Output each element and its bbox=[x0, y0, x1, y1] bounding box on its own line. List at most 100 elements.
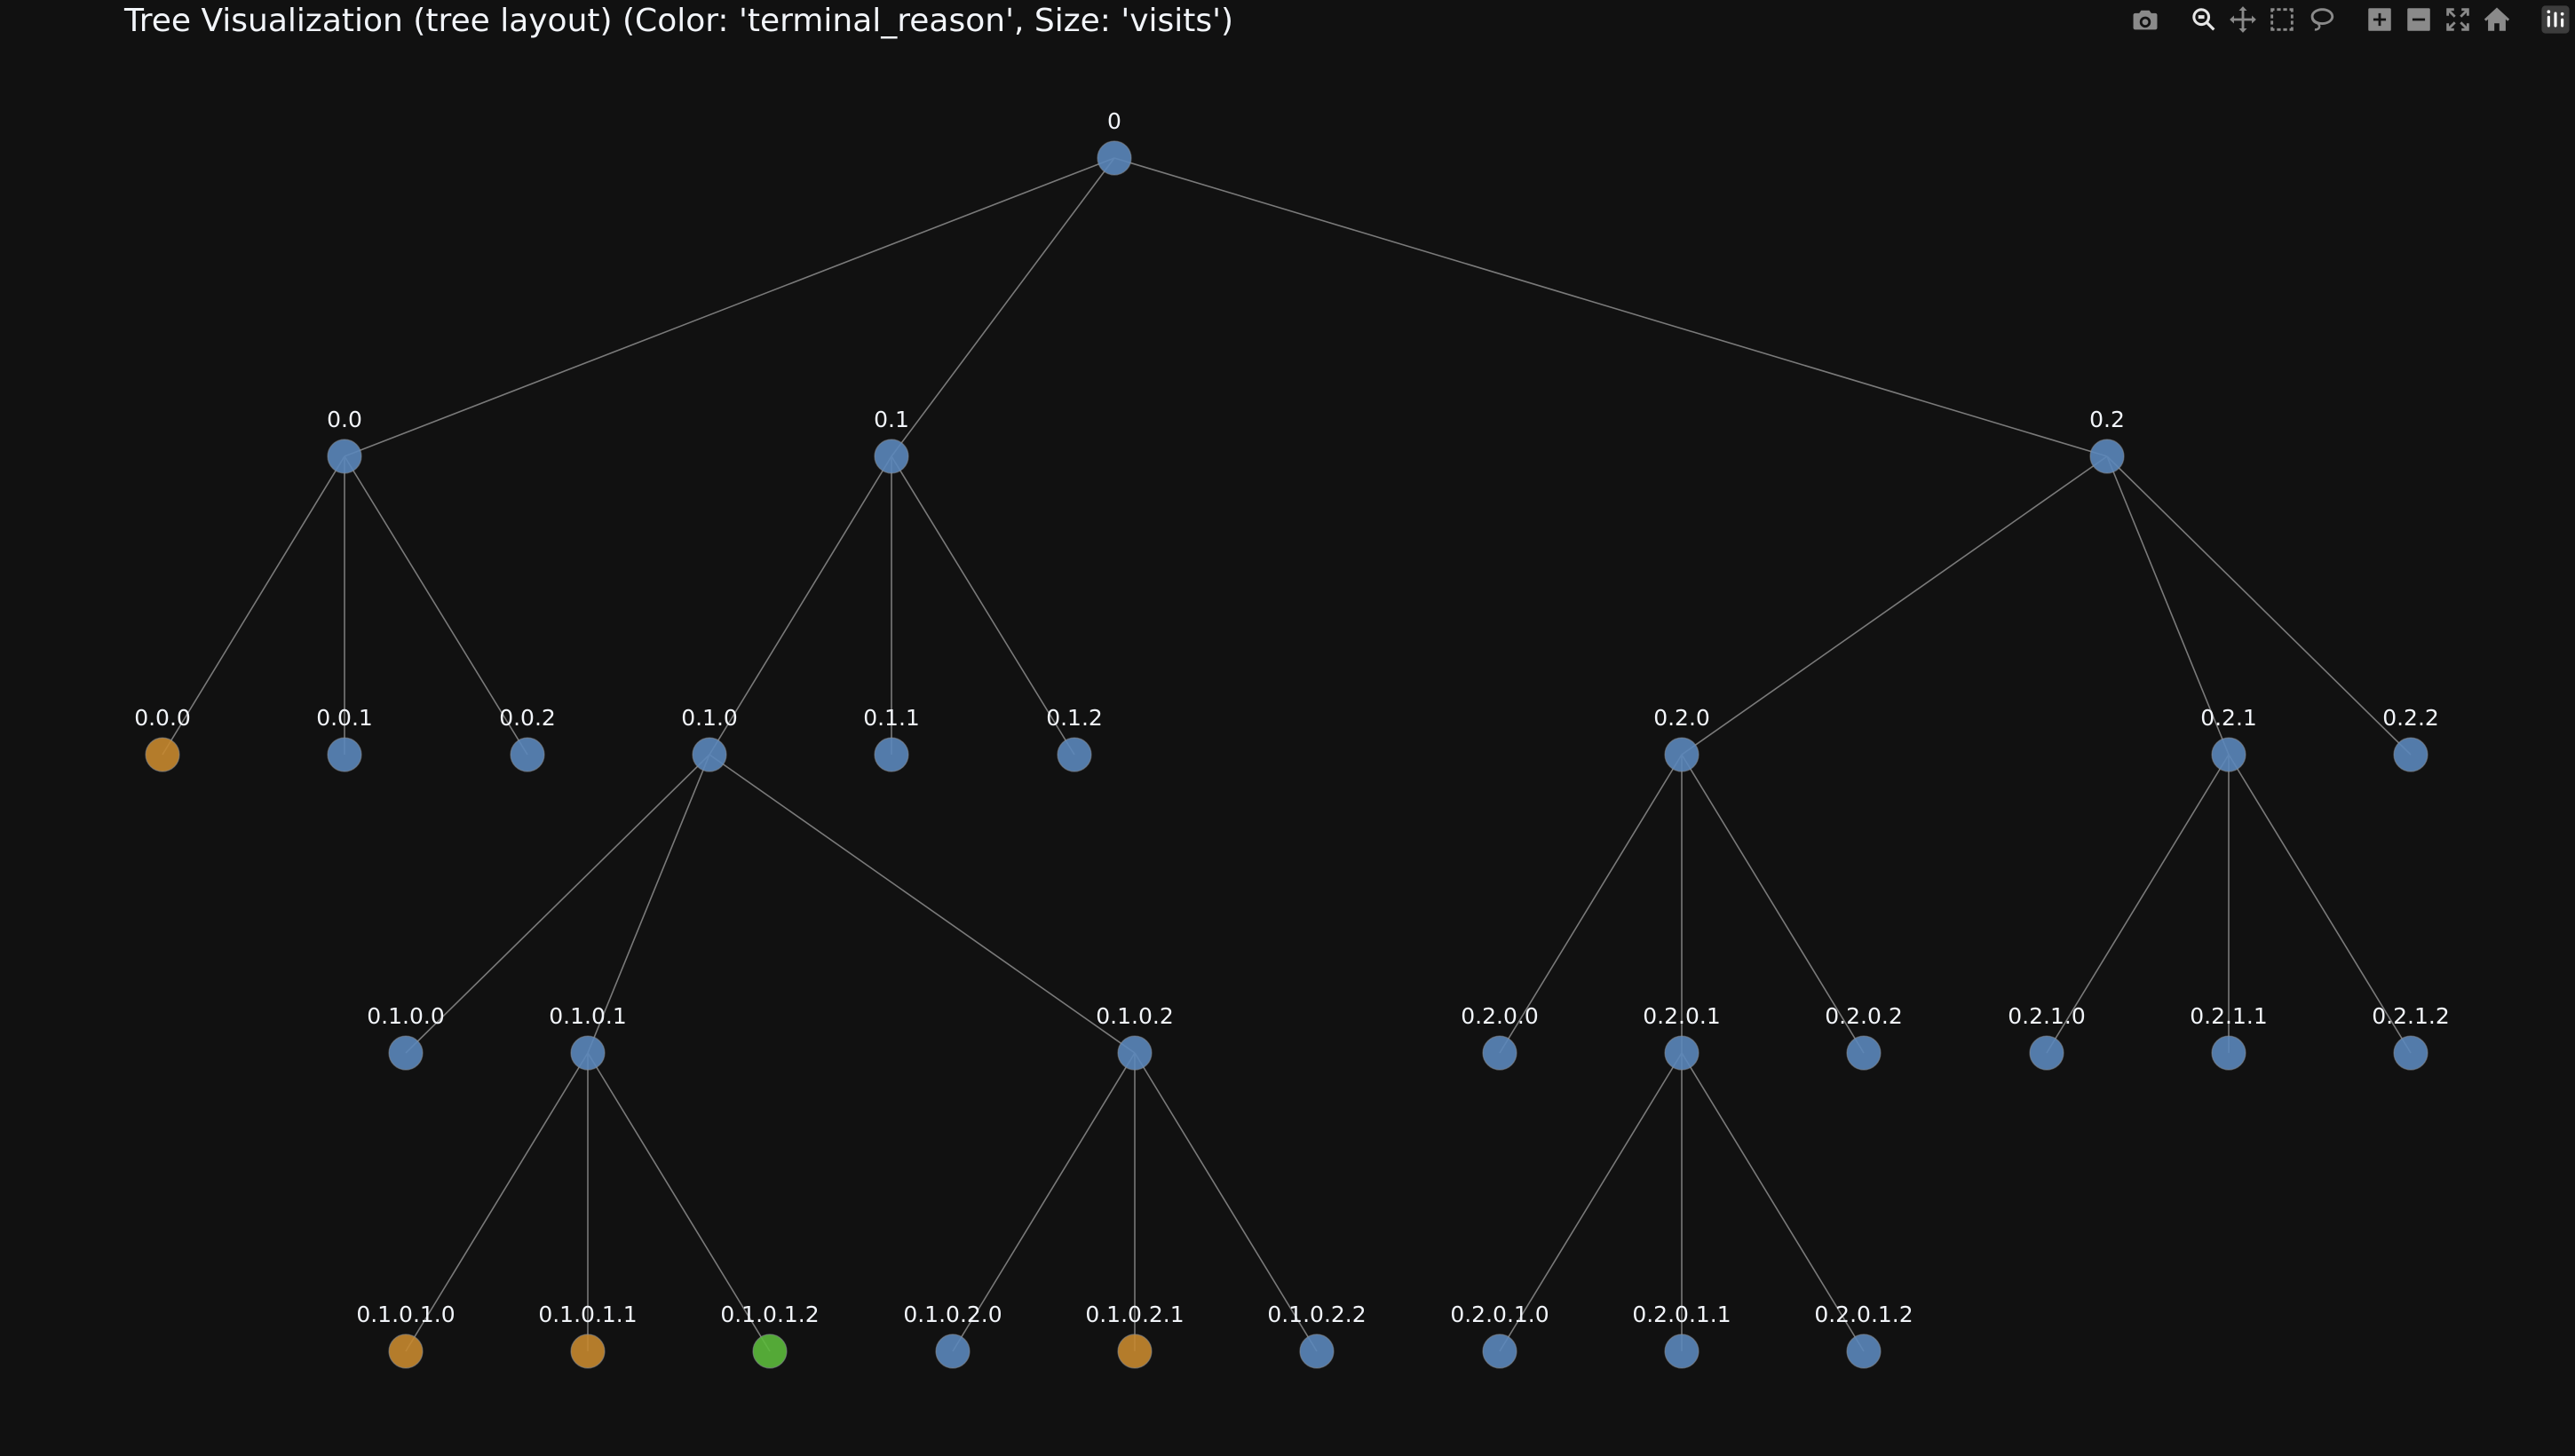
edge-0.2.1-0.2.1.0 bbox=[2046, 754, 2230, 1054]
tree-node-0[interactable] bbox=[1097, 140, 1132, 176]
tree-node-0.2.1.1[interactable] bbox=[2211, 1035, 2246, 1071]
edge-0-0.1 bbox=[891, 157, 1115, 457]
modebar-group-logo bbox=[2536, 2, 2575, 37]
tree-node-0.1[interactable] bbox=[874, 439, 909, 474]
camera-icon bbox=[2133, 10, 2158, 30]
node-label-0.0.2: 0.0.2 bbox=[499, 705, 556, 731]
tree-node-0.0[interactable] bbox=[327, 439, 362, 474]
tree-node-0.1.1[interactable] bbox=[874, 737, 909, 772]
labels-layer: 0 0.0 0.1 0.2 0.0.0 0.0.1 0.0.2 0.1.0 0.1.1 0.1.2… bbox=[134, 108, 2450, 1327]
tree-node-0.1.0.1.1[interactable] bbox=[570, 1333, 606, 1369]
edge-0.2-0.2.2 bbox=[2106, 455, 2412, 756]
node-label-0.1.1: 0.1.1 bbox=[863, 705, 920, 731]
tree-node-0.2.2[interactable] bbox=[2393, 737, 2428, 772]
node-label-0.2.0.1.0: 0.2.0.1.0 bbox=[1450, 1302, 1549, 1327]
box-select-button[interactable] bbox=[2262, 2, 2302, 37]
node-label-0.2.1.1: 0.2.1.1 bbox=[2190, 1003, 2267, 1029]
node-label-0.2.0.2: 0.2.0.2 bbox=[1825, 1003, 1902, 1029]
node-label-0.2.1: 0.2.1 bbox=[2200, 705, 2257, 731]
edge-0.2.0-0.2.0.2 bbox=[1681, 754, 1865, 1054]
tree-node-0.1.0.2.2[interactable] bbox=[1299, 1333, 1335, 1369]
node-label-0.1.0.2.0: 0.1.0.2.0 bbox=[903, 1302, 1002, 1327]
node-label-0.2.0.1.1: 0.2.0.1.1 bbox=[1632, 1302, 1731, 1327]
node-label-0.2.1.2: 0.2.1.2 bbox=[2372, 1003, 2449, 1029]
edge-0.1-0.1.0 bbox=[709, 455, 892, 756]
plotly-logo-icon bbox=[2541, 5, 2570, 34]
edge-0.1.0.2-0.1.0.2.2 bbox=[1134, 1052, 1318, 1352]
zoom-button[interactable] bbox=[2184, 2, 2223, 37]
plotly-logo-link[interactable] bbox=[2536, 2, 2575, 37]
tree-node-0.1.2[interactable] bbox=[1057, 737, 1092, 772]
tree-node-0.2.1.2[interactable] bbox=[2393, 1035, 2428, 1071]
edge-0.2.0-0.2.0.0 bbox=[1499, 754, 1683, 1054]
edge-0.2.0.1-0.2.0.1.0 bbox=[1499, 1052, 1683, 1352]
tree-node-0.1.0.1.0[interactable] bbox=[388, 1333, 424, 1369]
tree-node-0.1.0.2.0[interactable] bbox=[935, 1333, 971, 1369]
node-label-0.2.0.1.2: 0.2.0.1.2 bbox=[1814, 1302, 1913, 1327]
modebar bbox=[2106, 2, 2575, 37]
modebar-group-zoom bbox=[2360, 2, 2516, 37]
tree-node-0.1.0.1.2[interactable] bbox=[752, 1333, 788, 1369]
nodes-layer bbox=[145, 140, 2428, 1369]
node-label-0.1.0.2.1: 0.1.0.2.1 bbox=[1085, 1302, 1184, 1327]
tree-node-0.2.0.1[interactable] bbox=[1664, 1035, 1700, 1071]
edge-0.0-0.0.2 bbox=[344, 455, 528, 756]
node-label-0.2.2: 0.2.2 bbox=[2382, 705, 2439, 731]
tree-node-0.2.1.0[interactable] bbox=[2029, 1035, 2064, 1071]
node-label-0.2: 0.2 bbox=[2089, 407, 2125, 432]
edge-0.2-0.2.1 bbox=[2106, 455, 2230, 756]
node-label-0.1.0.1.2: 0.1.0.1.2 bbox=[720, 1302, 819, 1327]
tree-node-0.1.0.2[interactable] bbox=[1117, 1035, 1153, 1071]
zoom-in-button[interactable] bbox=[2360, 2, 2399, 37]
node-label-0.1.2: 0.1.2 bbox=[1046, 705, 1103, 731]
tree-node-0.2.0.0[interactable] bbox=[1482, 1035, 1517, 1071]
modebar-group-export bbox=[2126, 2, 2165, 37]
modebar-group-drag bbox=[2184, 2, 2341, 37]
zoom-out-button[interactable] bbox=[2399, 2, 2438, 37]
edge-0.2-0.2.0 bbox=[1681, 455, 2108, 756]
edge-0.0-0.0.0 bbox=[162, 455, 345, 756]
edge-0.1.0.2-0.1.0.2.0 bbox=[952, 1052, 1136, 1352]
tree-node-0.1.0.0[interactable] bbox=[388, 1035, 424, 1071]
node-label-0.0: 0.0 bbox=[327, 407, 362, 432]
edge-0.1.0.1-0.1.0.1.2 bbox=[587, 1052, 771, 1352]
tree-node-0.0.0[interactable] bbox=[145, 737, 180, 772]
node-label-0.1.0: 0.1.0 bbox=[681, 705, 738, 731]
tree-node-0.2.0.1.1[interactable] bbox=[1664, 1333, 1700, 1369]
edge-0.2.1-0.2.1.2 bbox=[2228, 754, 2412, 1054]
node-label-0.2.0.1: 0.2.0.1 bbox=[1643, 1003, 1720, 1029]
pan-icon bbox=[2230, 6, 2256, 33]
node-label-0.0.0: 0.0.0 bbox=[134, 705, 191, 731]
tree-node-0.2.0[interactable] bbox=[1664, 737, 1700, 772]
edge-0.1.0-0.1.0.2 bbox=[709, 754, 1136, 1054]
edge-0.1.0-0.1.0.0 bbox=[405, 754, 710, 1054]
node-label-0.0.1: 0.0.1 bbox=[316, 705, 373, 731]
camera-button[interactable] bbox=[2126, 2, 2165, 37]
tree-node-0.2.1[interactable] bbox=[2211, 737, 2246, 772]
node-label-0.1.0.2.2: 0.1.0.2.2 bbox=[1267, 1302, 1366, 1327]
reset-axes-button[interactable] bbox=[2477, 2, 2516, 37]
edge-0.2.0.1-0.2.0.1.2 bbox=[1681, 1052, 1865, 1352]
chart-title: Tree Visualization (tree layout) (Color:… bbox=[124, 3, 1234, 39]
tree-node-0.2[interactable] bbox=[2089, 439, 2125, 474]
box-select-icon bbox=[2270, 8, 2294, 31]
tree-node-0.1.0.1[interactable] bbox=[570, 1035, 606, 1071]
edge-0.1.0-0.1.0.1 bbox=[587, 754, 710, 1054]
tree-node-0.0.1[interactable] bbox=[327, 737, 362, 772]
tree-node-0.2.0.1.0[interactable] bbox=[1482, 1333, 1517, 1369]
tree-node-0.2.0.1.2[interactable] bbox=[1846, 1333, 1882, 1369]
node-label-0.1.0.1.0: 0.1.0.1.0 bbox=[356, 1302, 455, 1327]
node-label-0.1.0.0: 0.1.0.0 bbox=[367, 1003, 444, 1029]
tree-node-0.0.2[interactable] bbox=[510, 737, 545, 772]
pan-button[interactable] bbox=[2223, 2, 2262, 37]
autoscale-button[interactable] bbox=[2438, 2, 2477, 37]
edges-layer bbox=[162, 157, 2412, 1352]
tree-node-0.1.0.2.1[interactable] bbox=[1117, 1333, 1153, 1369]
edge-0-0.0 bbox=[344, 157, 1115, 457]
node-label-0.1: 0.1 bbox=[874, 407, 909, 432]
tree-node-0.2.0.2[interactable] bbox=[1846, 1035, 1882, 1071]
tree-node-0.1.0[interactable] bbox=[692, 737, 727, 772]
node-label-0: 0 bbox=[1107, 108, 1121, 134]
